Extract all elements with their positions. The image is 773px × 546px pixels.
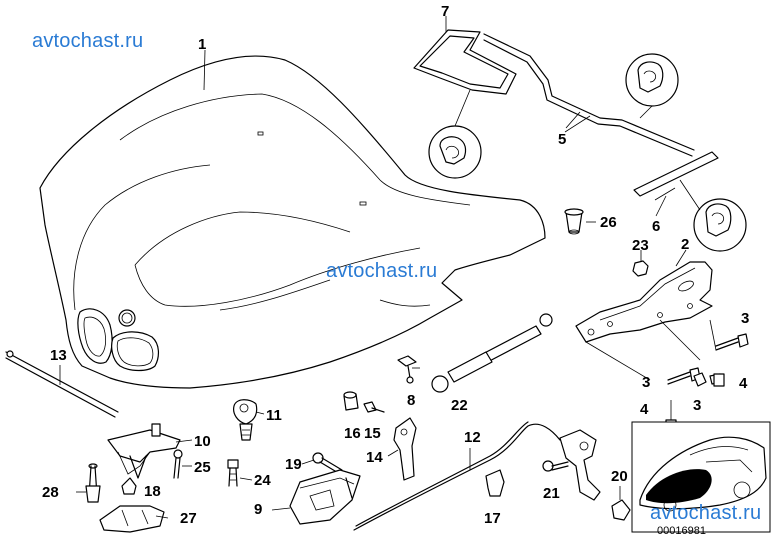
- callout-11: 11: [266, 407, 282, 424]
- callout-20: 20: [611, 468, 628, 485]
- lever-part-14: [393, 417, 417, 481]
- diagram-code: 00016981: [657, 525, 706, 537]
- catch-part-27: [99, 505, 165, 533]
- callout-27: 27: [180, 510, 197, 527]
- bumper-part-18: [121, 477, 137, 495]
- clip-part-8: [397, 355, 417, 384]
- callout-15: 15: [364, 425, 381, 442]
- watermark-top-left: avtochast.ru: [32, 30, 144, 52]
- callout-7: 7: [441, 3, 450, 20]
- seal-profile-detail-1: [428, 89, 482, 179]
- callout-16: 16: [344, 425, 361, 442]
- callout-25: 25: [194, 459, 211, 476]
- seal-part-5: [483, 33, 695, 157]
- callout-23: 23: [632, 237, 649, 254]
- callout-26: 26: [600, 214, 617, 231]
- callout-28: 28: [42, 484, 59, 501]
- callout-3-left: 3: [642, 374, 651, 391]
- grommet-part-11: [233, 399, 258, 441]
- callout-13: 13: [50, 347, 67, 364]
- screw-part-25: [173, 449, 183, 479]
- callout-12: 12: [464, 429, 481, 446]
- leader-lines: [76, 49, 667, 519]
- gas-strut-part-22: [431, 313, 553, 393]
- watermark-bottom-right: avtochast.ru: [650, 502, 762, 524]
- seal-part-7: [413, 16, 517, 95]
- lock-part-9: [289, 469, 361, 525]
- callout-3-lower: 3: [693, 397, 702, 414]
- callout-4-right: 4: [739, 375, 748, 392]
- bolt-part-24: [227, 459, 239, 487]
- callout-10: 10: [194, 433, 211, 450]
- car-overview-inset: [631, 421, 771, 533]
- rod-part-13: [5, 350, 119, 418]
- clip-part-17: [485, 469, 505, 497]
- callout-1: 1: [198, 36, 207, 53]
- seal-part-6: [633, 151, 719, 201]
- callout-3-right: 3: [741, 310, 750, 327]
- seal-profile-detail-2: [625, 53, 679, 119]
- rivet-part-28: [85, 463, 101, 503]
- callout-6: 6: [652, 218, 661, 235]
- nut-part-23: [632, 250, 649, 277]
- seal-profile-detail-3: [679, 179, 747, 252]
- callout-24: 24: [254, 472, 271, 489]
- lock-part-10: [107, 423, 181, 479]
- callout-2: 2: [681, 236, 690, 253]
- callout-22: 22: [451, 397, 468, 414]
- release-lever: [559, 429, 601, 501]
- bush-part-16: [343, 391, 359, 411]
- hinge-part-2: [575, 249, 717, 381]
- bolt-part-3-right: [715, 333, 749, 351]
- screw-part-21: [542, 460, 569, 472]
- callout-21: 21: [543, 485, 560, 502]
- buffer-part-26: [564, 208, 596, 235]
- cable-part-12: [353, 421, 561, 531]
- callout-4-lower: 4: [640, 401, 649, 418]
- callout-14: 14: [366, 449, 383, 466]
- callout-17: 17: [484, 510, 501, 527]
- knob-part-20: [611, 486, 631, 521]
- callout-8: 8: [407, 392, 416, 409]
- pin-part-15: [363, 401, 385, 413]
- hood-part: [39, 55, 546, 389]
- callout-5: 5: [558, 131, 567, 148]
- callout-19: 19: [285, 456, 302, 473]
- callout-9: 9: [254, 501, 263, 518]
- watermark-center: avtochast.ru: [326, 260, 438, 282]
- callout-18: 18: [144, 483, 161, 500]
